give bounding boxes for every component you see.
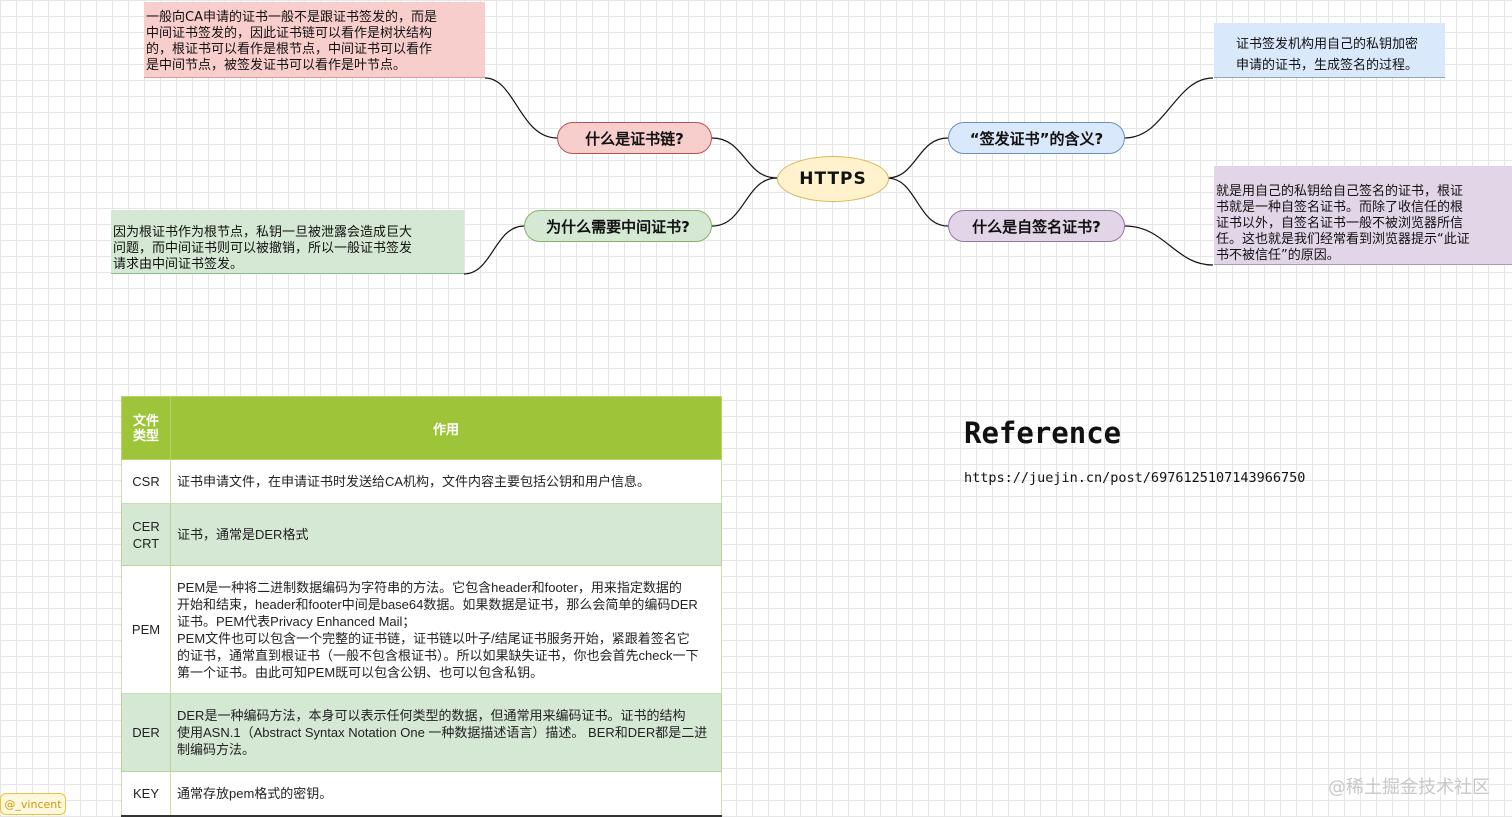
- cell-type-cer-crt: CER CRT: [121, 503, 171, 566]
- cert-chain-note: 一般向CA申请的证书一般不是跟证书签发的，而是 中间证书签发的，因此证书链可以看…: [144, 2, 485, 78]
- table-row-cer-crt: CER CRT 证书，通常是DER格式: [121, 503, 722, 566]
- cell-desc-csr: 证书申请文件，在申请证书时发送给CA机构，文件内容主要包括公钥和用户信息。: [170, 459, 722, 504]
- connector-center-to-self-signed: [886, 177, 949, 227]
- cell-type-key: KEY: [121, 771, 171, 817]
- connector-signing-to-note: [1124, 77, 1214, 139]
- table-row-csr: CSR 证书申请文件，在申请证书时发送给CA机构，文件内容主要包括公钥和用户信息…: [121, 459, 722, 504]
- header-purpose: 作用: [170, 396, 722, 460]
- watermark-text: @稀土掘金技术社区: [1328, 777, 1490, 798]
- signing-meaning-note: 证书签发机构用自己的私钥加密 申请的证书，生成签名的过程。: [1214, 23, 1445, 78]
- table-row-pem: PEM PEM是一种将二进制数据编码为字符串的方法。它包含header和foot…: [121, 565, 722, 694]
- connector-cert-chain-to-note: [484, 77, 558, 139]
- node-signing-meaning: “签发证书”的含义?: [948, 122, 1125, 154]
- author-badge: @_vincent: [0, 793, 66, 815]
- node-why-intermediate-cert: 为什么需要中间证书?: [524, 210, 712, 242]
- file-type-table: 文件 类型 作用 CSR 证书申请文件，在申请证书时发送给CA机构，文件内容主要…: [121, 396, 722, 817]
- table-row-der: DER DER是一种编码方法，本身可以表示任何类型的数据，但通常用来编码证书。证…: [121, 693, 722, 772]
- cell-desc-key: 通常存放pem格式的密钥。: [170, 771, 722, 817]
- cell-desc-pem: PEM是一种将二进制数据编码为字符串的方法。它包含header和footer，用…: [170, 565, 722, 694]
- reference-url[interactable]: https://juejin.cn/post/69761251071439667…: [964, 470, 1306, 486]
- connector-intermediate-to-note: [463, 225, 525, 275]
- cell-type-pem: PEM: [121, 565, 171, 694]
- node-cert-chain: 什么是证书链?: [557, 122, 712, 154]
- node-self-signed-cert: 什么是自签名证书?: [948, 210, 1125, 242]
- reference-title: Reference: [964, 416, 1122, 450]
- connector-center-to-intermediate: [711, 177, 778, 227]
- cell-type-der: DER: [121, 693, 171, 772]
- table-header-row: 文件 类型 作用: [121, 396, 722, 460]
- header-file-type: 文件 类型: [121, 396, 171, 460]
- cell-desc-cer-crt: 证书，通常是DER格式: [170, 503, 722, 566]
- self-signed-note: 就是用自己的私钥给自己签名的证书，根证 书就是一种自签名证书。而除了收信任的根 …: [1214, 166, 1512, 265]
- connector-self-signed-to-note: [1124, 225, 1214, 266]
- cell-type-csr: CSR: [121, 459, 171, 504]
- cell-desc-der: DER是一种编码方法，本身可以表示任何类型的数据，但通常用来编码证书。证书的结构…: [170, 693, 722, 772]
- intermediate-cert-note: 因为根证书作为根节点，私钥一旦被泄露会造成巨大 问题，而中间证书则可以被撤销，所…: [111, 210, 464, 274]
- table-row-key: KEY 通常存放pem格式的密钥。: [121, 771, 722, 817]
- connector-center-to-cert-chain: [711, 137, 778, 179]
- node-center-https: HTTPS: [777, 156, 889, 202]
- connector-center-to-signing: [886, 137, 949, 179]
